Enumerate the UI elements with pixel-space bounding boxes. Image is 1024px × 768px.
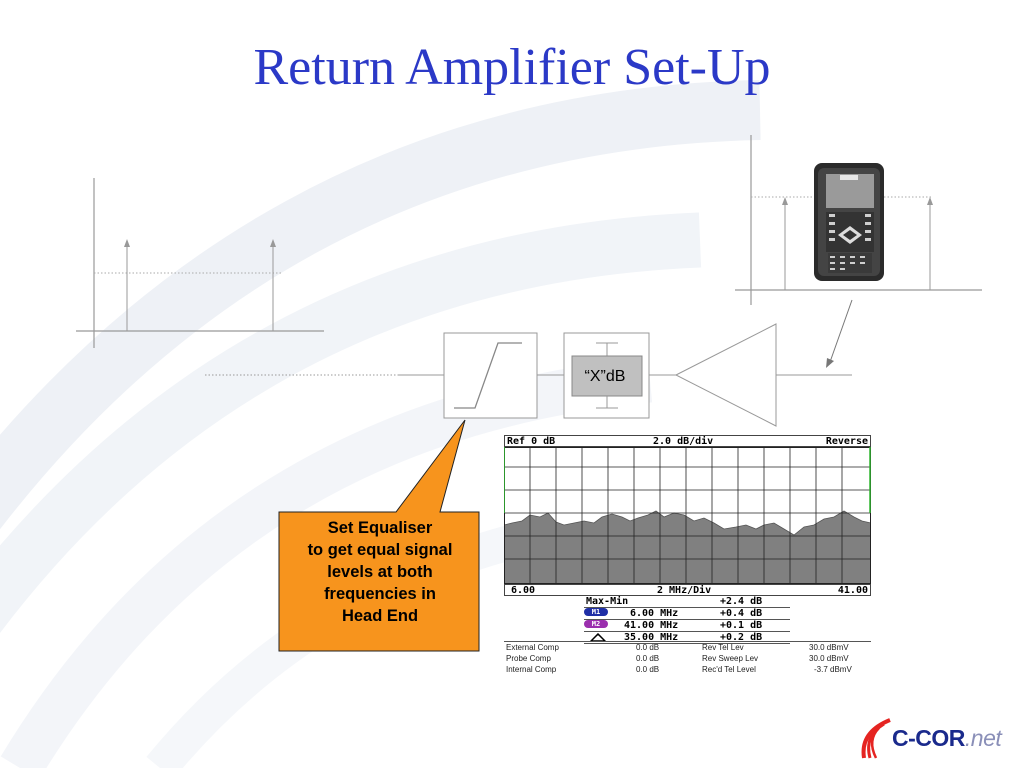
callout-text: Set Equaliser to get equal signal levels… [284, 517, 476, 627]
marker-value: +0.4 dB [720, 608, 763, 619]
marker-row: M1 6.00 MHz +0.4 dB [584, 608, 790, 620]
marker-freq: 6.00 MHz [630, 608, 679, 619]
status-value: 30.0 dBmV [809, 643, 849, 652]
status-value: 0.0 dB [636, 654, 660, 663]
marker-value: +0.1 dB [720, 620, 763, 631]
analyzer-screen: Ref 0 dB 2.0 dB/div Reverse [504, 435, 871, 677]
ref-level: Ref 0 dB [507, 436, 556, 447]
status-panel: External Comp 0.0 dB Rev Tel Lev 30.0 dB… [504, 641, 871, 675]
logo-brand: C-COR [892, 725, 965, 751]
status-value: 0.0 dB [636, 643, 660, 652]
callout-line: levels at both [327, 563, 433, 581]
sweep-trace [504, 510, 871, 584]
m2-badge: M2 [584, 620, 608, 628]
span-label: 2 MHz/Div [657, 585, 712, 596]
screen-footer: 6.00 2 MHz/Div 41.00 [504, 584, 871, 596]
marker-title: Max-Min [586, 596, 629, 607]
start-freq: 6.00 [511, 585, 536, 596]
marker-row: M2 41.00 MHz +0.1 dB [584, 620, 790, 632]
status-label: External Comp [506, 643, 559, 652]
sweep-graph [504, 447, 871, 584]
status-label: Internal Comp [506, 665, 557, 674]
marker-table: Max-Min +2.4 dB M1 6.00 MHz +0.4 dB M2 4… [584, 596, 790, 644]
callout-line: Head End [341, 607, 419, 625]
callout-box [278, 419, 480, 652]
scale-label: 2.0 dB/div [653, 436, 714, 447]
attenuator-label: “X”dB [584, 368, 626, 385]
left-spectrum-plot [76, 178, 324, 348]
stop-freq: 41.00 [837, 585, 868, 596]
marker-freq: 35.00 MHz [624, 632, 679, 643]
status-value: -3.7 dBmV [814, 665, 852, 674]
callout-line: to get equal signal [307, 541, 453, 559]
status-label: Rev Tel Lev [702, 643, 744, 652]
right-spectrum-plot [735, 135, 982, 305]
mode-label: Reverse [825, 436, 868, 447]
marker-freq: 41.00 MHz [624, 620, 679, 631]
status-row: Internal Comp 0.0 dB Rec'd Tel Level -3.… [504, 664, 871, 675]
status-value: 30.0 dBmV [809, 654, 849, 663]
status-row: External Comp 0.0 dB Rev Tel Lev 30.0 dB… [504, 642, 871, 653]
marker-value: +0.2 dB [720, 632, 763, 643]
logo-text: C-COR.net [892, 725, 1002, 752]
callout-line: Set Equaliser [327, 519, 433, 537]
equaliser-block [443, 332, 538, 419]
callout-line: frequencies in [324, 585, 436, 603]
logo-suffix: .net [964, 725, 1002, 751]
handheld-meter-icon [814, 163, 884, 281]
graph-grid [504, 447, 871, 584]
amplifier-triangle [674, 323, 777, 427]
page-title: Return Amplifier Set-Up [253, 39, 771, 96]
screen-header: Ref 0 dB 2.0 dB/div Reverse [504, 435, 871, 447]
status-value: 0.0 dB [636, 665, 660, 674]
c-cor-logo-icon [861, 718, 891, 759]
marker-title-value: +2.4 dB [720, 596, 763, 607]
status-label: Rev Sweep Lev [702, 654, 759, 663]
status-label: Probe Comp [506, 654, 551, 663]
attenuator-block [563, 332, 650, 419]
m1-badge: M1 [584, 608, 608, 616]
marker-title-row: Max-Min +2.4 dB [584, 596, 790, 608]
status-label: Rec'd Tel Level [702, 665, 756, 674]
test-point-arrow [829, 299, 853, 363]
status-row: Probe Comp 0.0 dB Rev Sweep Lev 30.0 dBm… [504, 653, 871, 664]
